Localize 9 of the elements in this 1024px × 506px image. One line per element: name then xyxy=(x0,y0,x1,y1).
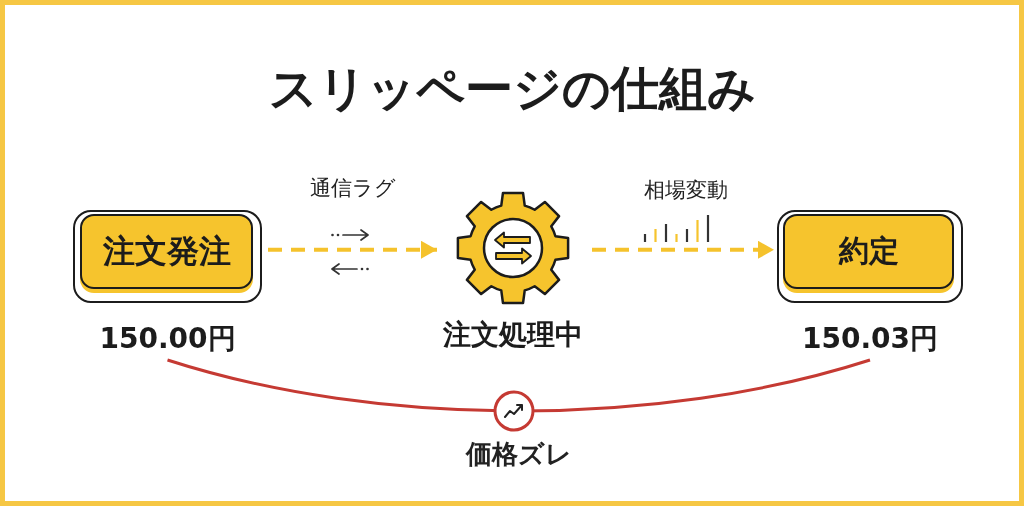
process-box: 約定 xyxy=(777,210,963,303)
node-caption: 注文処理中 xyxy=(443,318,583,352)
price-label: 150.00円 xyxy=(99,322,236,356)
title: スリッページの仕組み xyxy=(268,59,756,118)
price-label: 150.03円 xyxy=(801,322,939,356)
process-box: 注文発注 xyxy=(73,210,262,303)
dashed-arrow xyxy=(268,240,437,259)
curved-line xyxy=(167,358,871,413)
dashed-arrow xyxy=(592,240,774,259)
